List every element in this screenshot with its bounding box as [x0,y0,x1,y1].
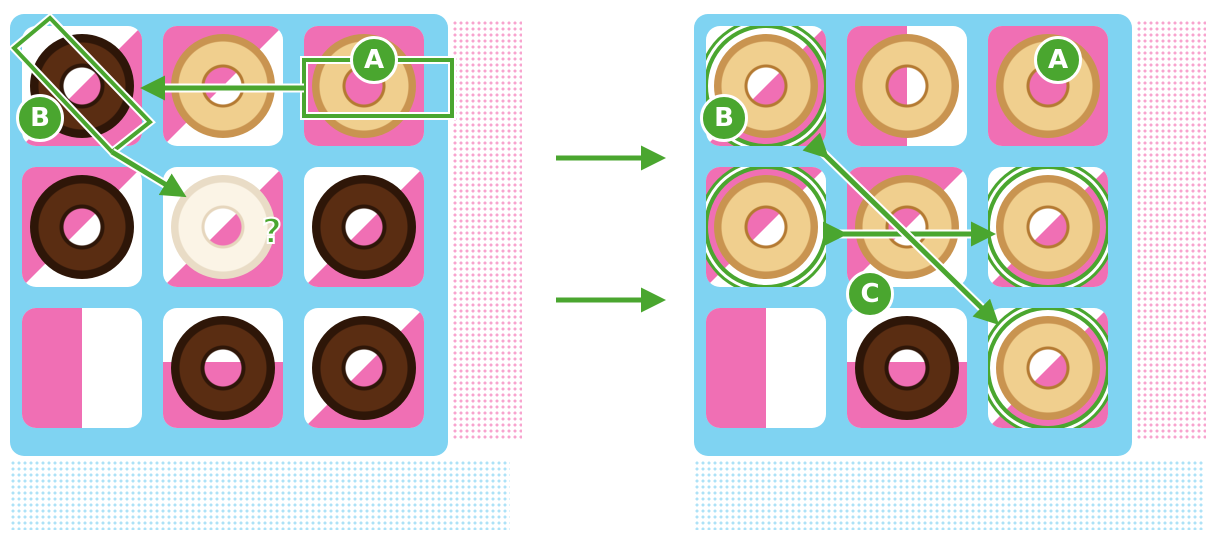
badge-a-right: A [1034,36,1082,84]
right-board-right-bleed [1136,20,1206,440]
right-tile-3-1[interactable] [706,308,826,428]
hint-donut-icon [171,175,275,279]
badge-b-left: B [16,94,64,142]
left-tile-2-3[interactable] [304,167,424,287]
right-tile-2-3[interactable] [988,167,1108,287]
right-board-bottom-bleed [694,460,1204,530]
left-tile-3-1[interactable] [22,308,142,428]
tile-pink-pattern [706,308,766,428]
chocolate-donut-icon [30,175,134,279]
badge-c-right: C [846,270,894,318]
left-tile-3-3[interactable] [304,308,424,428]
right-tile-3-2[interactable] [847,308,967,428]
right-tile-3-3[interactable] [988,308,1108,428]
badge-a-left: A [350,36,398,84]
chocolate-donut-icon [171,316,275,420]
chocolate-donut-icon [855,316,959,420]
right-tile-1-2[interactable] [847,26,967,146]
vanilla-donut-icon [855,34,959,138]
left-tile-2-2[interactable] [163,167,283,287]
chocolate-donut-icon [312,175,416,279]
hint-question-mark: ? [261,211,283,253]
vanilla-donut-icon [714,175,818,279]
tile-pink-pattern [22,308,82,428]
left-board-right-bleed [452,20,522,440]
left-board-bottom-bleed [10,460,510,530]
left-tile-2-1[interactable] [22,167,142,287]
vanilla-donut-icon [996,316,1100,420]
vanilla-donut-icon [996,175,1100,279]
left-tile-3-2[interactable] [163,308,283,428]
badge-b-right: B [700,94,748,142]
chocolate-donut-icon [312,316,416,420]
